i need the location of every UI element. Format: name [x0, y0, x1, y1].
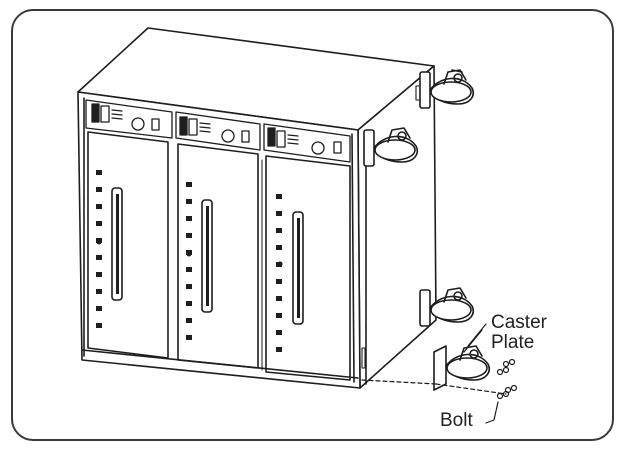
- cabinet-front: [77, 91, 361, 389]
- caster-upper-middle: [363, 127, 418, 167]
- control-panels: [85, 99, 351, 163]
- door-1: [87, 131, 169, 359]
- diagram-frame: [11, 9, 614, 441]
- caster-top-right: [419, 69, 474, 109]
- door-3: [265, 155, 351, 381]
- leader-lines: [463, 323, 499, 424]
- caster-detached: [433, 345, 490, 391]
- vent-slots: [96, 170, 283, 352]
- alignment-lines: [361, 379, 507, 395]
- caster-lower-right: [419, 287, 474, 327]
- caster-label: Caster: [491, 312, 547, 333]
- cabinet-doors: [87, 131, 351, 381]
- cabinet-body: [77, 27, 437, 389]
- bolt-label: Bolt: [440, 410, 473, 431]
- bolts: [496, 358, 518, 400]
- plate-label: Plate: [491, 332, 535, 353]
